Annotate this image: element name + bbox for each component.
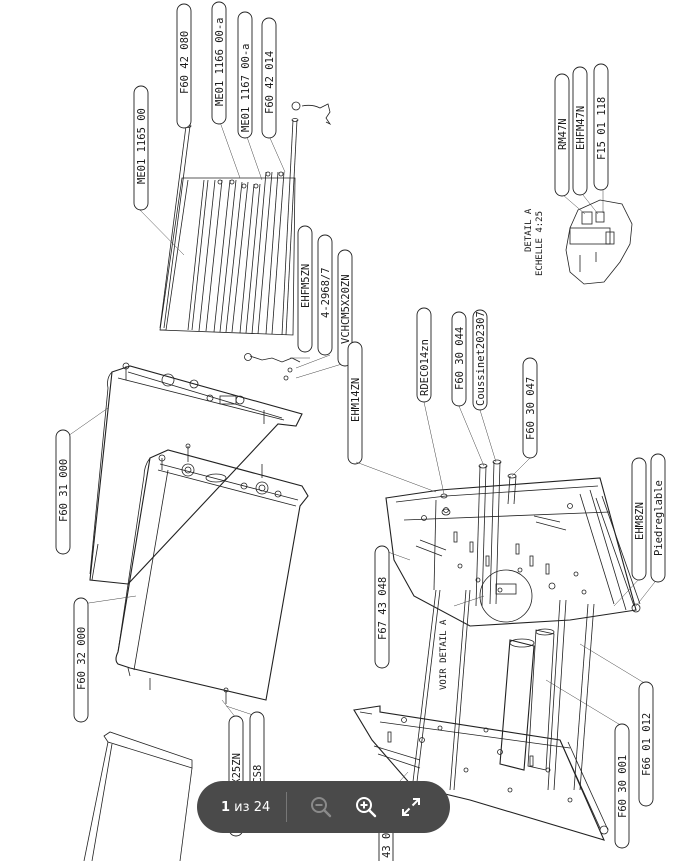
label-pied-reglable: Piedreglable	[650, 453, 666, 583]
svg-text:Coussinet202307: Coussinet202307	[475, 311, 487, 406]
label-ehfm47n: EHFM47N	[572, 66, 588, 196]
svg-text:F60 30 047: F60 30 047	[525, 377, 537, 440]
label-me01-1165-00: ME01 1165 00	[133, 85, 149, 211]
zoom-out-button[interactable]	[301, 786, 340, 828]
label-f60-42-080: F60 42 080	[176, 3, 192, 129]
svg-text:RM47N: RM47N	[557, 118, 569, 150]
svg-text:EHFM47N: EHFM47N	[575, 106, 587, 150]
label-f60-30-001: F60 30 001	[614, 723, 630, 849]
detail-a-view	[562, 190, 633, 285]
svg-text:F60 32 000: F60 32 000	[76, 627, 88, 690]
label-rm47n: RM47N	[554, 73, 570, 197]
svg-text:EHFM5ZN: EHFM5ZN	[300, 264, 312, 308]
toolbar-divider	[286, 792, 288, 822]
label-f67-43-048: F67 43 048	[374, 545, 390, 669]
label-f60-30-047: F60 30 047	[522, 357, 538, 459]
chassis-assembly	[353, 459, 641, 841]
svg-text:F60 42 014: F60 42 014	[264, 51, 276, 114]
label-ehm14zn: EHM14ZN	[347, 341, 363, 465]
svg-text:VCHCM5X20ZN: VCHCM5X20ZN	[340, 274, 352, 344]
label-4-2968-7: 4-2968/7	[317, 234, 333, 356]
page-separator: из	[230, 799, 254, 815]
label-ehfm5zn: EHFM5ZN	[297, 225, 313, 353]
page-current: 1	[221, 799, 231, 815]
label-f60-42-014: F60 42 014	[261, 17, 277, 139]
page-total: 24	[253, 799, 271, 815]
panel-f60-32-000	[115, 443, 309, 704]
label-f60-30-044: F60 30 044	[451, 311, 467, 407]
label-vchcm5x20zn: VCHCM5X20ZN	[337, 249, 353, 367]
svg-text:ME01 1166 00-a: ME01 1166 00-a	[214, 17, 226, 106]
viewer-toolbar: 1 из 24	[197, 781, 450, 833]
svg-text:F15 01 118: F15 01 118	[596, 97, 608, 160]
leader-lines-panels	[67, 407, 257, 719]
svg-text:ME01 1165 00: ME01 1165 00	[136, 108, 148, 184]
label-f60-31-000: F60 31 000	[55, 429, 71, 555]
svg-text:EHM14ZN: EHM14ZN	[350, 378, 362, 422]
detail-a-title: DETAIL A	[524, 208, 534, 252]
label-f60-32-000: F60 32 000	[73, 597, 89, 723]
svg-text:RDEC014zn: RDEC014zn	[419, 339, 431, 396]
fullscreen-icon	[401, 798, 420, 816]
label-voir-detail-a: VOIR DETAIL A	[439, 619, 449, 690]
page-indicator: 1 из 24	[221, 800, 270, 815]
panel-f60-31-000	[89, 362, 303, 585]
zoom-out-icon	[310, 797, 331, 818]
svg-text:EHM8ZN: EHM8ZN	[634, 502, 646, 540]
rod-assembly	[159, 101, 332, 381]
label-me01-1167-00a: ME01 1167 00-a	[237, 11, 253, 139]
fullscreen-button[interactable]	[391, 786, 430, 828]
svg-text:F66 01 012: F66 01 012	[641, 713, 653, 776]
label-me01-1166-00a: ME01 1166 00-a	[211, 1, 227, 125]
label-f15-01-118: F15 01 118	[593, 63, 609, 191]
label-f66-01-012: F66 01 012	[638, 681, 654, 807]
svg-text:ME01 1167 00-a: ME01 1167 00-a	[240, 43, 252, 132]
zoom-in-button[interactable]	[346, 786, 385, 828]
leader-lines-chassis	[355, 401, 659, 791]
svg-text:F60 30 001: F60 30 001	[617, 755, 629, 818]
svg-text:Piedreglable: Piedreglable	[653, 480, 665, 556]
svg-text:4-2968/7: 4-2968/7	[320, 267, 332, 318]
svg-text:F60 30 044: F60 30 044	[454, 327, 466, 390]
svg-text:F67 43 048: F67 43 048	[377, 577, 389, 640]
svg-text:F60 31 000: F60 31 000	[58, 459, 70, 522]
svg-text:F60 42 080: F60 42 080	[179, 31, 191, 94]
zoom-in-icon	[355, 797, 376, 818]
label-coussinet: Coussinet202307	[472, 309, 488, 411]
bent-sheet	[83, 731, 193, 861]
label-ehm8zn: EHM8ZN	[631, 457, 647, 581]
detail-a-scale: ECHELLE 4:25	[535, 211, 545, 276]
label-rdec014zn: RDEC014zn	[416, 307, 432, 403]
